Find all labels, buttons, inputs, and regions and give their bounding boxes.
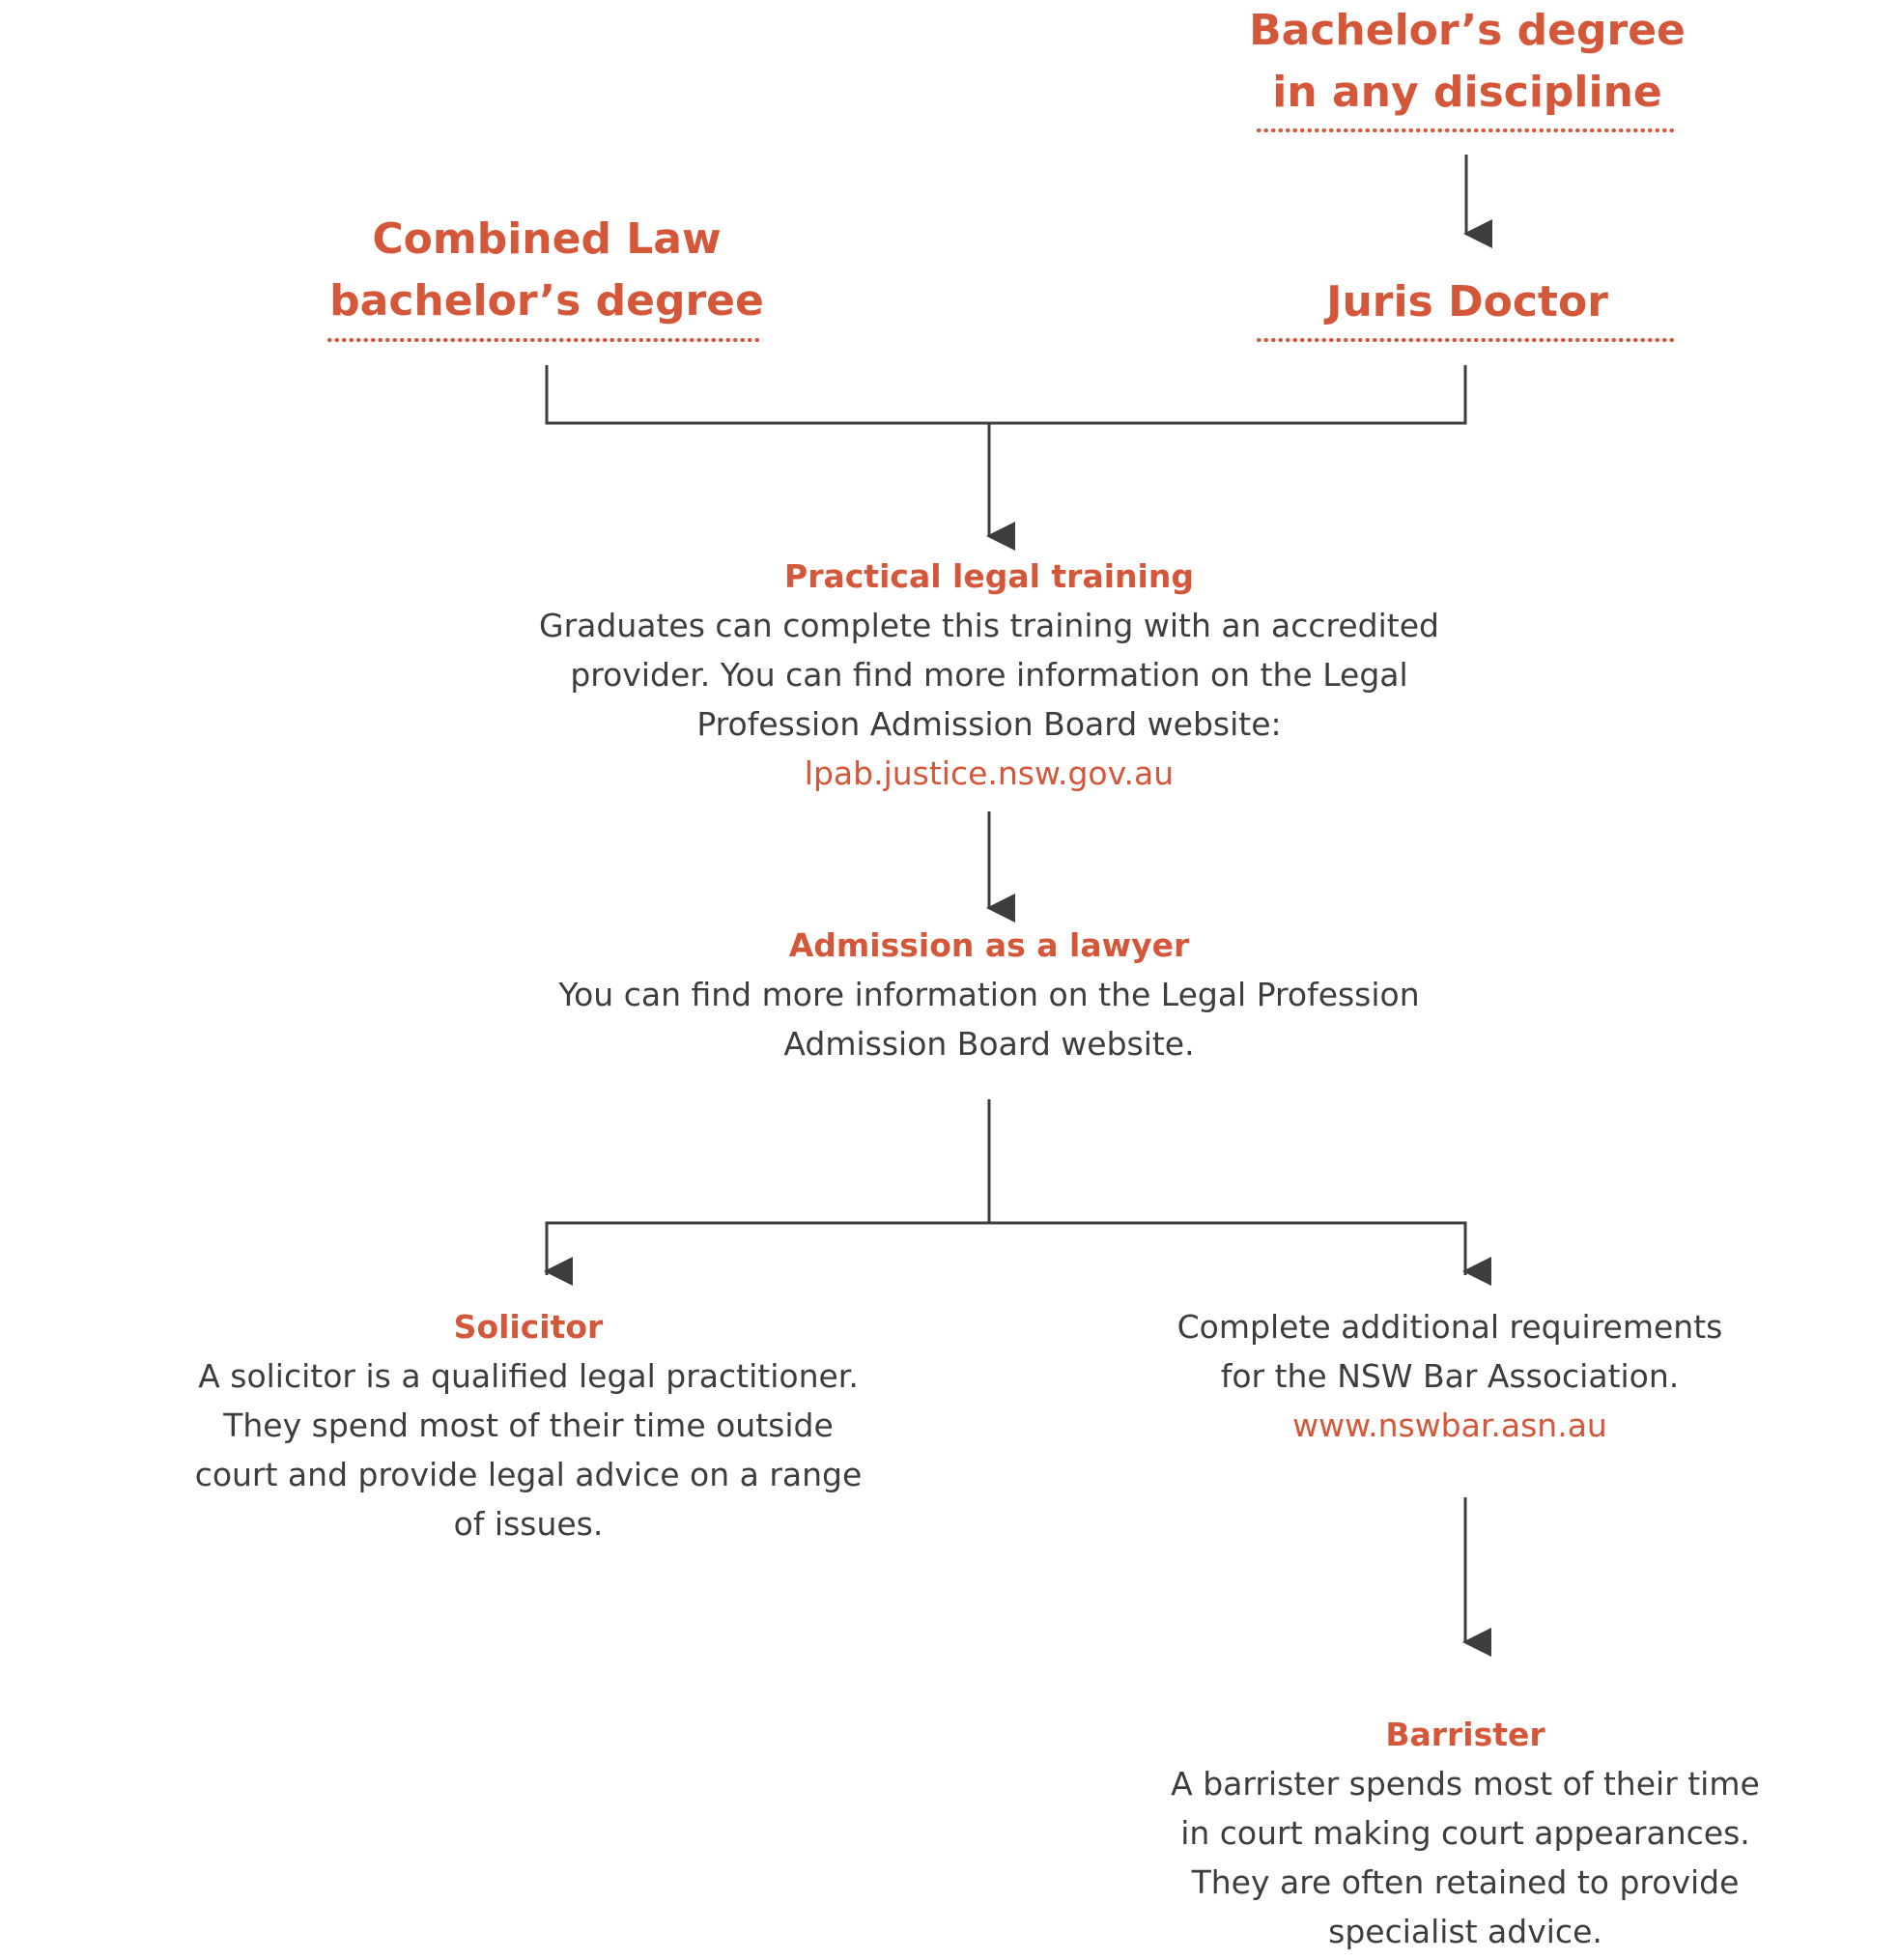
bar-requirements-line-2: for the NSW Bar Association.: [1220, 1357, 1680, 1395]
combined-law-title-line-1: Combined Law: [372, 214, 722, 264]
lpab-link[interactable]: lpab.justice.nsw.gov.au: [804, 754, 1175, 792]
bachelor-any-title-line-2: in any discipline: [1272, 68, 1662, 117]
node-bachelor-any-discipline: Bachelor’s degree in any discipline: [1177, 0, 1757, 124]
barrister-title: Barrister: [1385, 1716, 1545, 1753]
solicitor-body-line-1: A solicitor is a qualified legal practit…: [198, 1357, 859, 1395]
juris-doctor-title: Juris Doctor: [1326, 277, 1608, 327]
node-admission-as-lawyer: Admission as a lawyer You can find more …: [458, 921, 1520, 1068]
node-solicitor: Solicitor A solicitor is a qualified leg…: [156, 1302, 900, 1548]
node-combined-law: Combined Law bachelor’s degree: [257, 209, 836, 332]
solicitor-body-line-2: They spend most of their time outside: [223, 1406, 834, 1444]
practical-training-body-line-3: Profession Admission Board website:: [696, 705, 1282, 743]
combined-law-title-line-2: bachelor’s degree: [329, 276, 764, 326]
bachelor-any-title-line-1: Bachelor’s degree: [1249, 6, 1686, 55]
admission-body-line-1: You can find more information on the Leg…: [558, 976, 1420, 1013]
barrister-body-line-2: in court making court appearances.: [1180, 1814, 1750, 1852]
admission-title: Admission as a lawyer: [788, 926, 1190, 964]
practical-training-body-line-1: Graduates can complete this training wit…: [539, 607, 1439, 644]
node-practical-legal-training: Practical legal training Graduates can c…: [458, 552, 1520, 798]
node-barrister: Barrister A barrister spends most of the…: [1108, 1710, 1823, 1956]
merge-bracket: [545, 365, 1467, 425]
barrister-body-line-3: They are often retained to provide: [1191, 1863, 1740, 1901]
practical-training-title: Practical legal training: [784, 557, 1194, 595]
practical-training-body-line-2: provider. You can find more information …: [570, 656, 1408, 694]
barrister-body-line-1: A barrister spends most of their time: [1171, 1765, 1760, 1803]
node-juris-doctor: Juris Doctor: [1177, 271, 1757, 333]
solicitor-body-line-3: court and provide legal advice on a rang…: [194, 1456, 863, 1493]
bar-requirements-line-1: Complete additional requirements: [1176, 1308, 1723, 1346]
solicitor-body-line-4: of issues.: [453, 1505, 604, 1543]
split-bracket: [545, 1221, 1467, 1275]
node-bar-requirements: Complete additional requirements for the…: [1102, 1302, 1798, 1450]
barrister-body-line-4: specialist advice.: [1328, 1913, 1602, 1950]
nswbar-link[interactable]: www.nswbar.asn.au: [1292, 1406, 1607, 1444]
admission-body-line-2: Admission Board website.: [783, 1025, 1195, 1063]
solicitor-title: Solicitor: [453, 1308, 604, 1346]
